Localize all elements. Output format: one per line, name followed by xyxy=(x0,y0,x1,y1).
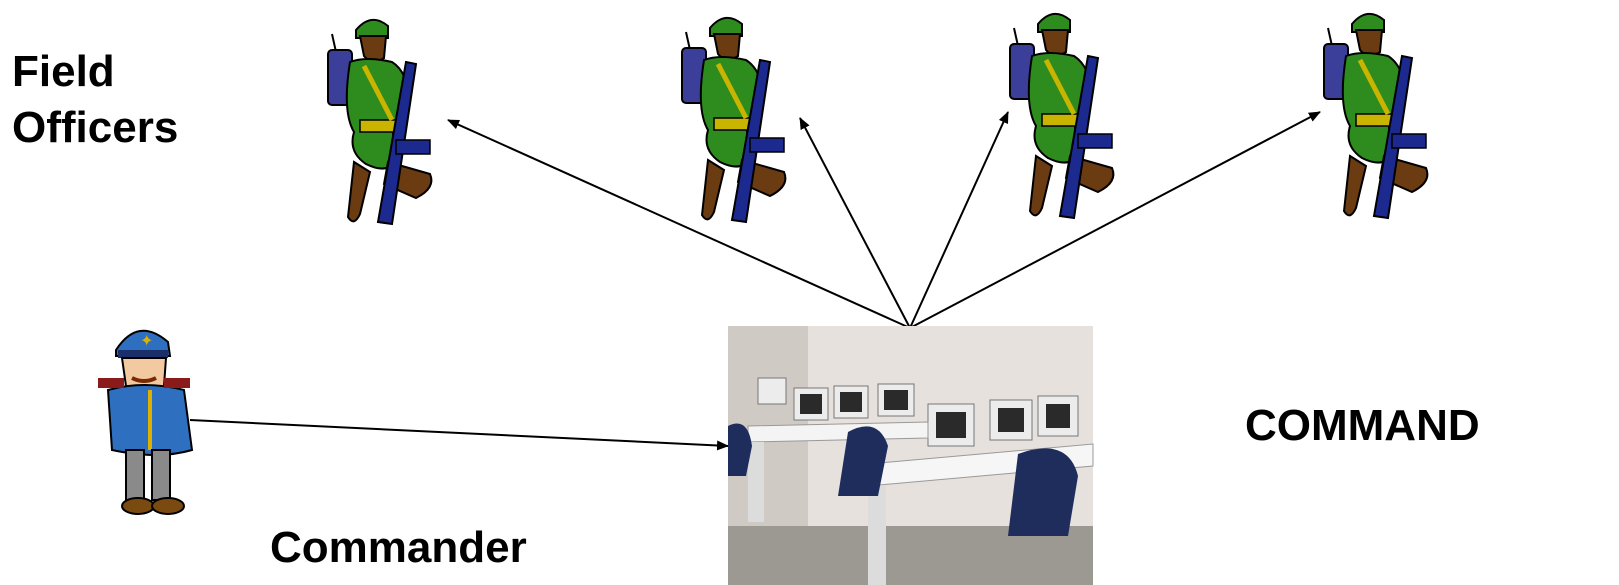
field-officers-label: Field Officers xyxy=(12,44,212,156)
arrow-commander-to-command xyxy=(189,419,729,451)
soldier-icon xyxy=(1324,14,1427,218)
commander-icon: ✦ xyxy=(98,329,194,515)
arrow-to-officer-3 xyxy=(909,111,1009,329)
arrow-to-officer-2 xyxy=(799,117,911,329)
arrow-to-officer-4 xyxy=(909,111,1321,329)
soldier-icon xyxy=(1010,14,1113,218)
command-center-photo xyxy=(728,326,1094,585)
arrow-to-officer-1 xyxy=(447,119,911,329)
field-officers-label-line1: Field xyxy=(12,47,115,96)
svg-text:✦: ✦ xyxy=(140,331,153,350)
field-officers-label-line2: Officers xyxy=(12,103,179,152)
commander-label: Commander xyxy=(270,523,527,572)
soldier-icon xyxy=(328,20,431,224)
command-label: COMMAND xyxy=(1245,401,1480,450)
soldier-icon xyxy=(682,18,785,222)
